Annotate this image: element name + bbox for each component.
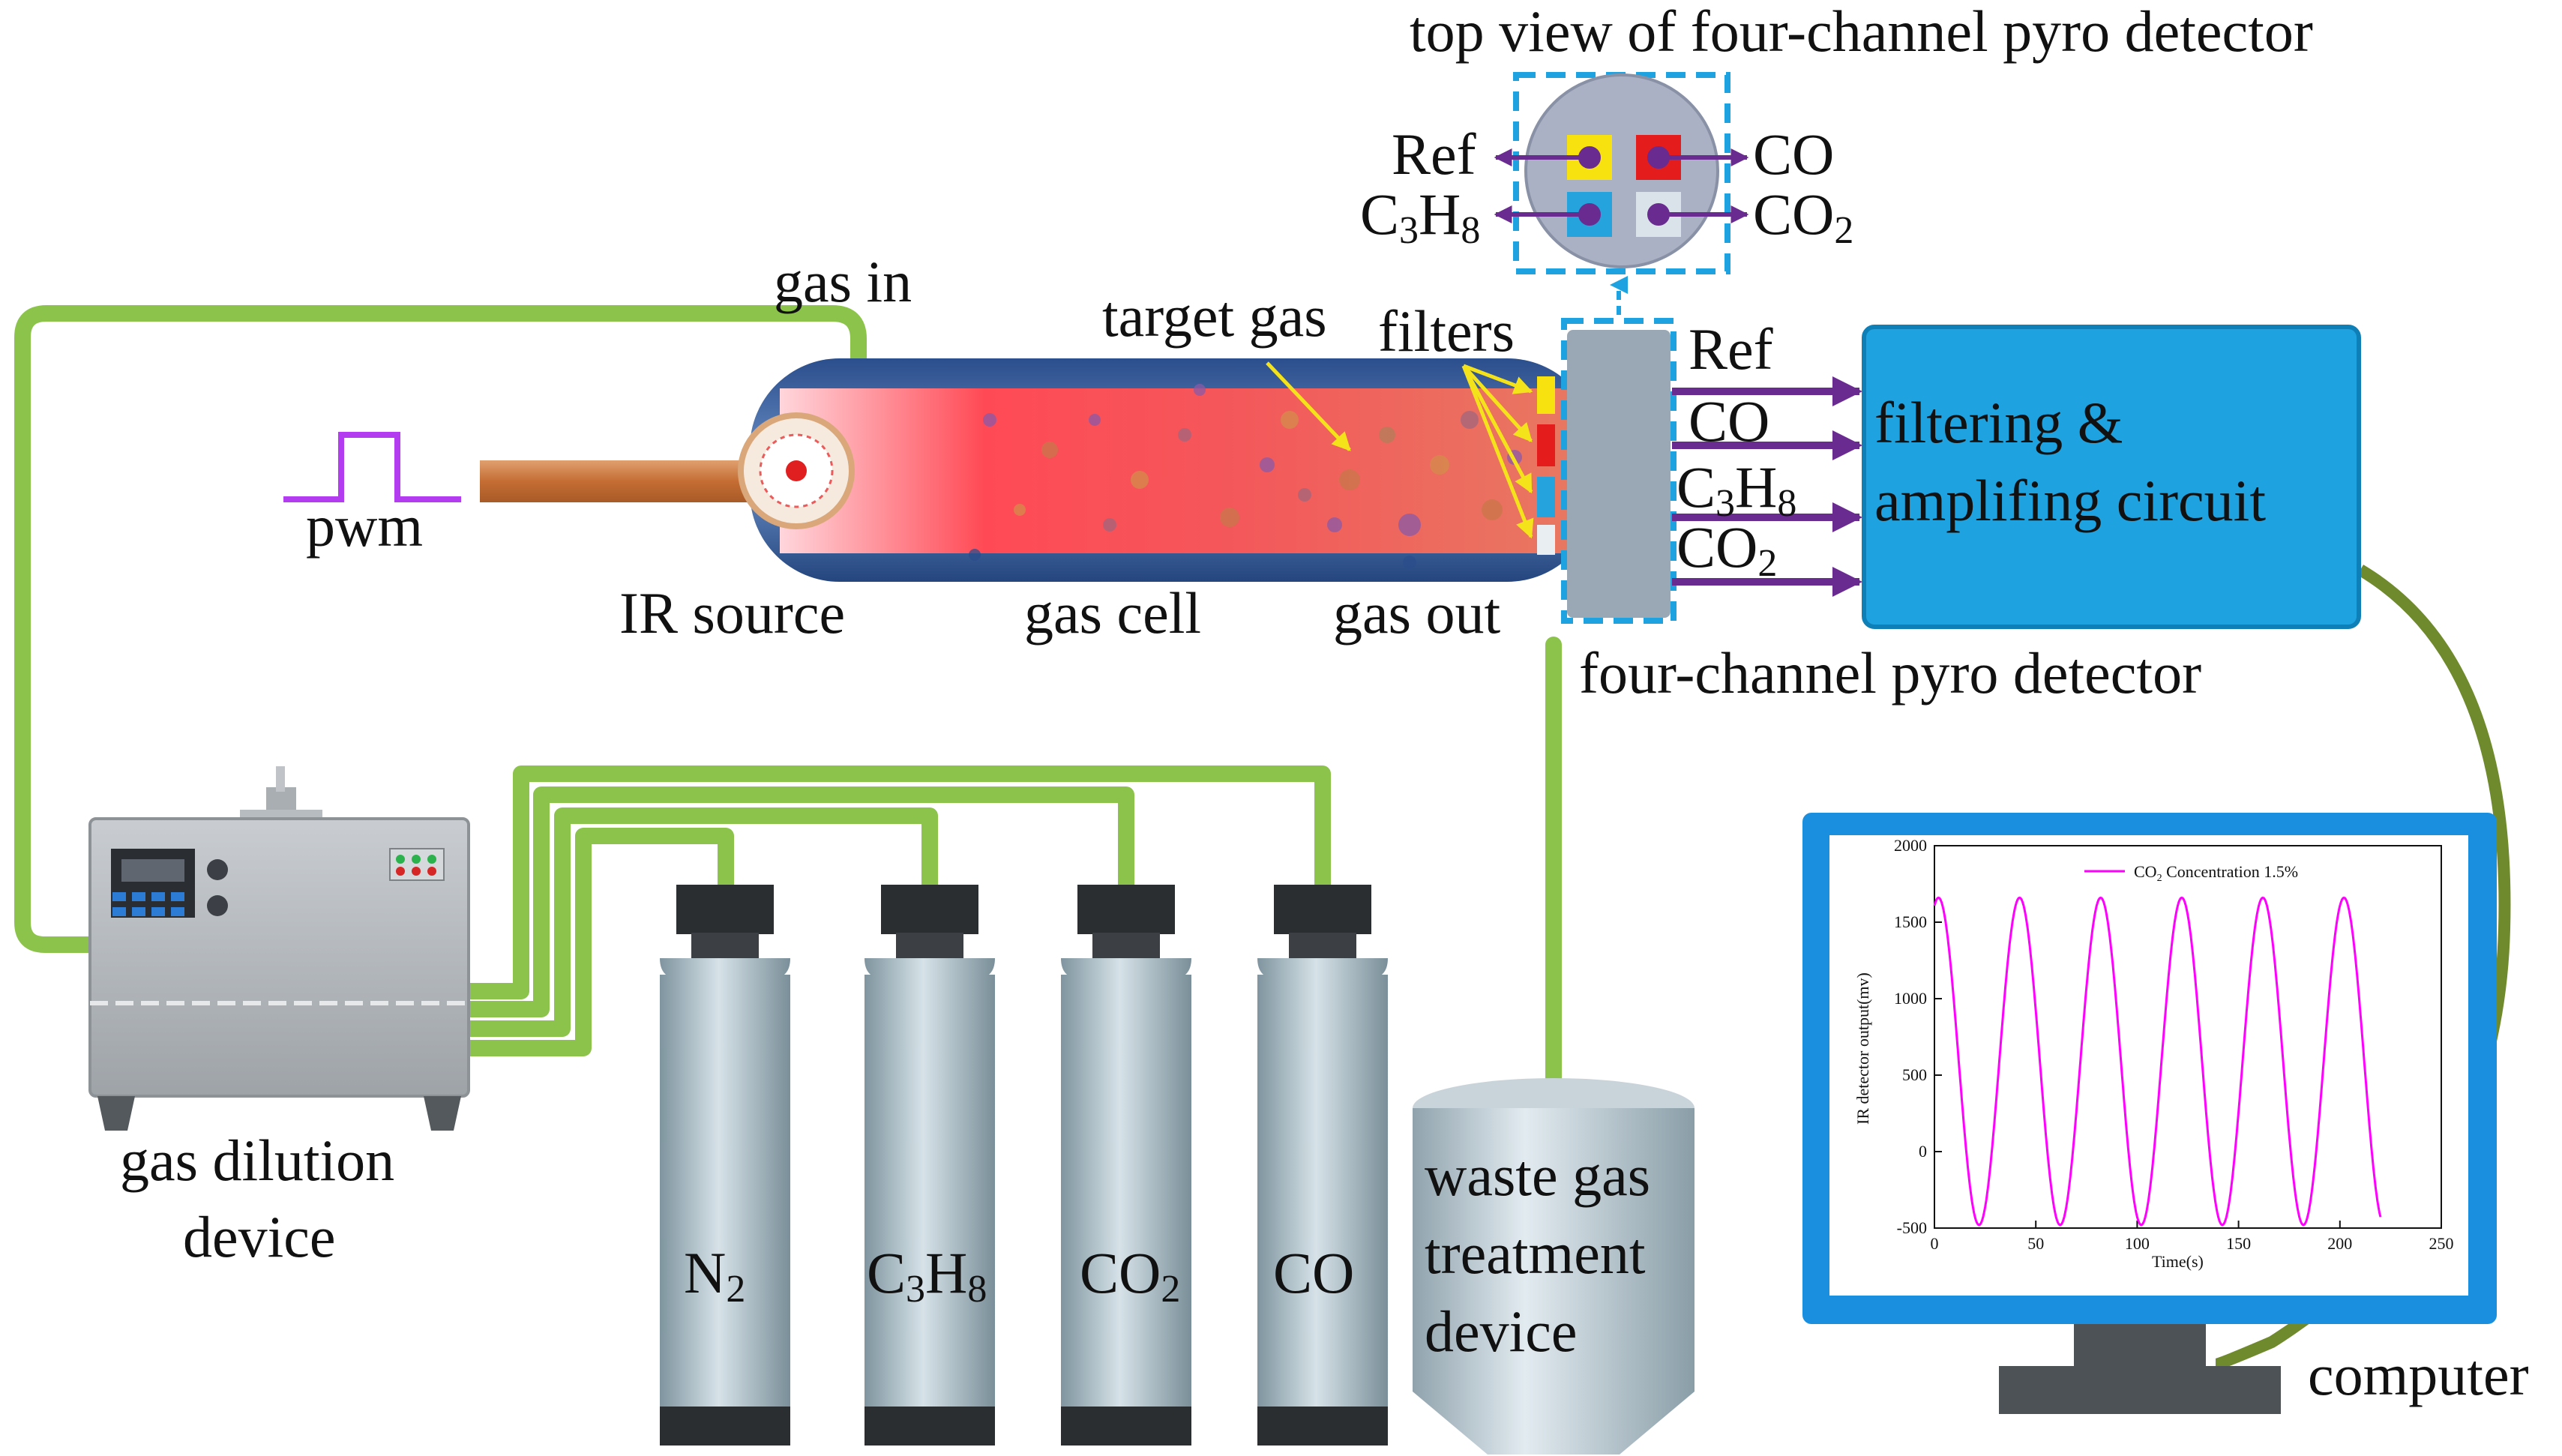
channel-label-co2: CO2 [1677, 514, 1777, 585]
waste-label-line1: waste gas [1425, 1143, 1650, 1208]
y-ticks: 2000 1500 1000 500 0 -500 [1894, 836, 1942, 1237]
filter-ref [1537, 376, 1555, 414]
top-view-arrows [1494, 146, 1749, 226]
filters-label: filters [1378, 298, 1515, 364]
channel-label-c3h8: C3H8 [1677, 454, 1796, 525]
target-gas-label: target gas [1102, 283, 1327, 349]
gas-tubes [14, 305, 1562, 1103]
filter-c3h8 [1537, 477, 1555, 517]
gas-dilution-device [88, 766, 470, 1131]
filtering-amplifying-circuit [1862, 325, 2361, 629]
x-tick-label: 0 [1931, 1234, 1939, 1253]
y-tick-label: 2000 [1894, 836, 1927, 855]
computer-label: computer [2308, 1342, 2529, 1407]
waste-label-line2: treatment [1425, 1221, 1646, 1286]
y-tick-label: 1000 [1894, 989, 1927, 1008]
series-line-co2 [1933, 896, 2382, 1227]
waste-gas-treatment-device [1413, 1078, 1695, 1455]
y-tick-label: -500 [1897, 1218, 1927, 1237]
detector-label: four-channel pyro detector [1579, 640, 2201, 706]
tube-to-n2 [460, 828, 734, 1056]
dilution-label-line1: gas dilution [120, 1128, 394, 1193]
x-tick-label: 150 [2226, 1234, 2251, 1253]
y-tick-label: 500 [1902, 1065, 1927, 1084]
cylinder-label-co: CO [1273, 1240, 1354, 1305]
top-label-ref: Ref [1392, 121, 1476, 187]
top-view-title: top view of four-channel pyro detector [1410, 0, 2313, 64]
chart-frame [1934, 845, 2442, 1229]
channel-label-co: CO [1689, 388, 1769, 454]
gas-in-label: gas in [774, 249, 912, 314]
y-tick-label: 0 [1919, 1142, 1927, 1161]
x-ticks: 0 50 100 150 200 250 [1931, 1221, 2454, 1253]
tube-to-co2 [460, 786, 1134, 1017]
x-tick-label: 50 [2027, 1234, 2044, 1253]
circuit-label-line1: filtering & [1874, 390, 2123, 455]
x-axis-label: Time(s) [2152, 1252, 2204, 1271]
dilution-label-line2: device [183, 1204, 336, 1269]
tube-to-c3h8 [460, 807, 938, 1037]
x-tick-label: 200 [2327, 1234, 2352, 1253]
circuit-label-line2: amplifing circuit [1874, 468, 2266, 533]
pwm-waveform [283, 432, 461, 502]
gas-cell-label: gas cell [1024, 580, 1201, 646]
cylinder-c3h8 [864, 885, 995, 1446]
computer [1802, 813, 2497, 1414]
cylinder-co2 [1061, 885, 1191, 1446]
cylinder-label-n2: N2 [684, 1240, 745, 1311]
monitor-stand [2074, 1320, 2206, 1368]
detector-highlight-box [1561, 318, 1677, 624]
top-label-c3h8: C3H8 [1360, 181, 1480, 252]
legend-label: CO2 Concentration 1.5% [2134, 862, 2298, 884]
ir-rod [480, 460, 757, 502]
filter-co2 [1537, 525, 1555, 555]
y-axis-label: IR detector output(mv) [1853, 972, 1872, 1125]
tube-to-co [460, 765, 1331, 999]
pwm-label: pwm [306, 493, 423, 559]
monitor-base [1999, 1366, 2281, 1414]
gas-cell [738, 358, 1597, 582]
gas-cylinders [660, 885, 1388, 1446]
cylinder-co [1257, 885, 1388, 1446]
cylinder-label-c3h8: C3H8 [867, 1240, 987, 1311]
top-label-co2: CO2 [1753, 181, 1853, 252]
x-tick-label: 100 [2125, 1234, 2150, 1253]
annotation-arrows [1266, 361, 1534, 539]
y-tick-label: 1500 [1894, 912, 1927, 931]
filter-co [1537, 424, 1555, 466]
tube-gas-in [14, 305, 867, 953]
cylinder-n2 [660, 885, 790, 1446]
gas-molecules [969, 384, 1522, 569]
channel-arrows [1672, 376, 1862, 597]
monitor-screen [1829, 835, 2468, 1296]
detector-top-view [1524, 73, 1719, 268]
channel-label-ref: Ref [1689, 316, 1773, 382]
gas-out-label: gas out [1333, 580, 1500, 646]
waste-label-line3: device [1425, 1299, 1578, 1364]
top-label-co: CO [1753, 121, 1834, 187]
four-channel-pyro-detector [1567, 330, 1671, 618]
cylinder-label-co2: CO2 [1080, 1240, 1180, 1311]
ir-source-label: IR source [619, 580, 845, 646]
x-tick-label: 250 [2429, 1234, 2454, 1253]
